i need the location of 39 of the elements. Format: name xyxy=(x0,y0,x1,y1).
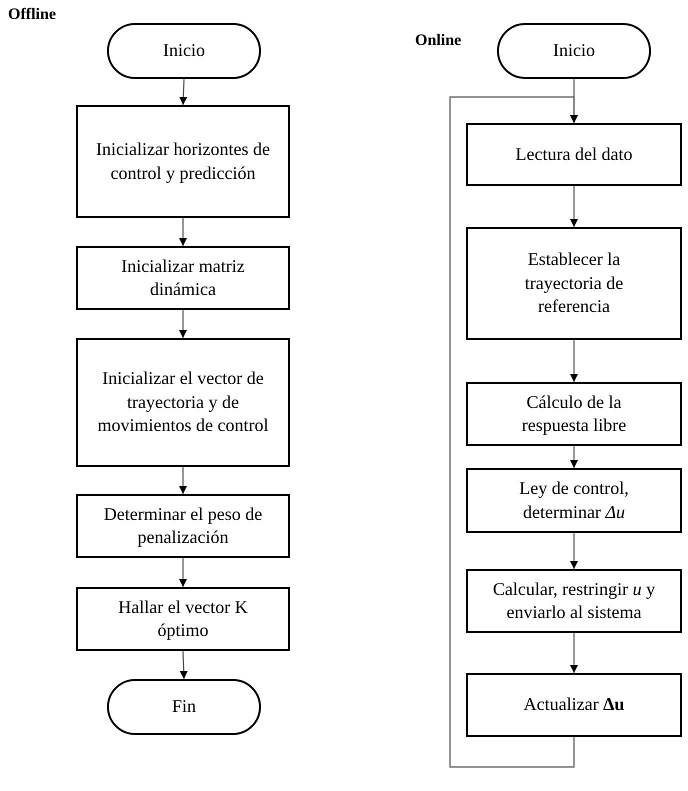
process-box xyxy=(466,123,682,186)
node-text: Inicializar horizontes de control y predicción xyxy=(96,138,270,185)
arrow xyxy=(570,446,578,468)
process-box xyxy=(466,382,682,446)
process-box xyxy=(466,569,682,633)
process-box xyxy=(76,246,290,310)
arrow xyxy=(179,310,187,338)
arrow xyxy=(179,218,187,246)
node-text: Establecer la trayectoria de referencia xyxy=(524,248,624,318)
process-box xyxy=(466,673,682,737)
node-text: Calcular, restringir u y enviarlo al sistema xyxy=(492,578,656,624)
process-box xyxy=(76,494,290,558)
arrow xyxy=(570,633,578,673)
arrow xyxy=(570,340,578,382)
node-text: Inicializar matriz dinámica xyxy=(120,254,246,301)
node-text: Inicializar el vector de trayectoria y de movimientos de control xyxy=(96,367,270,438)
process-box xyxy=(76,105,290,218)
process-box xyxy=(466,468,682,533)
arrow xyxy=(179,558,187,587)
node-text: Lectura del dato xyxy=(516,142,632,166)
node-text: Inicio xyxy=(163,39,205,62)
node-text: Ley de control, determinar Δu xyxy=(518,477,630,524)
section-heading: Online xyxy=(415,32,462,50)
process-box xyxy=(76,338,290,467)
node-text: Cálculo de la respuesta libre xyxy=(520,390,628,437)
arrow xyxy=(449,96,578,768)
arrow xyxy=(179,78,188,106)
node-text: Fin xyxy=(172,695,196,718)
process-box xyxy=(466,227,682,340)
arrow xyxy=(570,533,578,569)
arrow xyxy=(570,186,578,227)
arrow xyxy=(180,650,188,680)
process-box xyxy=(76,587,290,651)
node-text: Determinar el peso de penalización xyxy=(102,502,264,549)
node-text: Hallar el vector K óptimo xyxy=(117,596,249,642)
arrow xyxy=(179,467,187,494)
node-text: Actualizar Δu xyxy=(524,693,624,716)
section-heading: Offline xyxy=(8,6,56,24)
node-text: Inicio xyxy=(553,39,595,62)
